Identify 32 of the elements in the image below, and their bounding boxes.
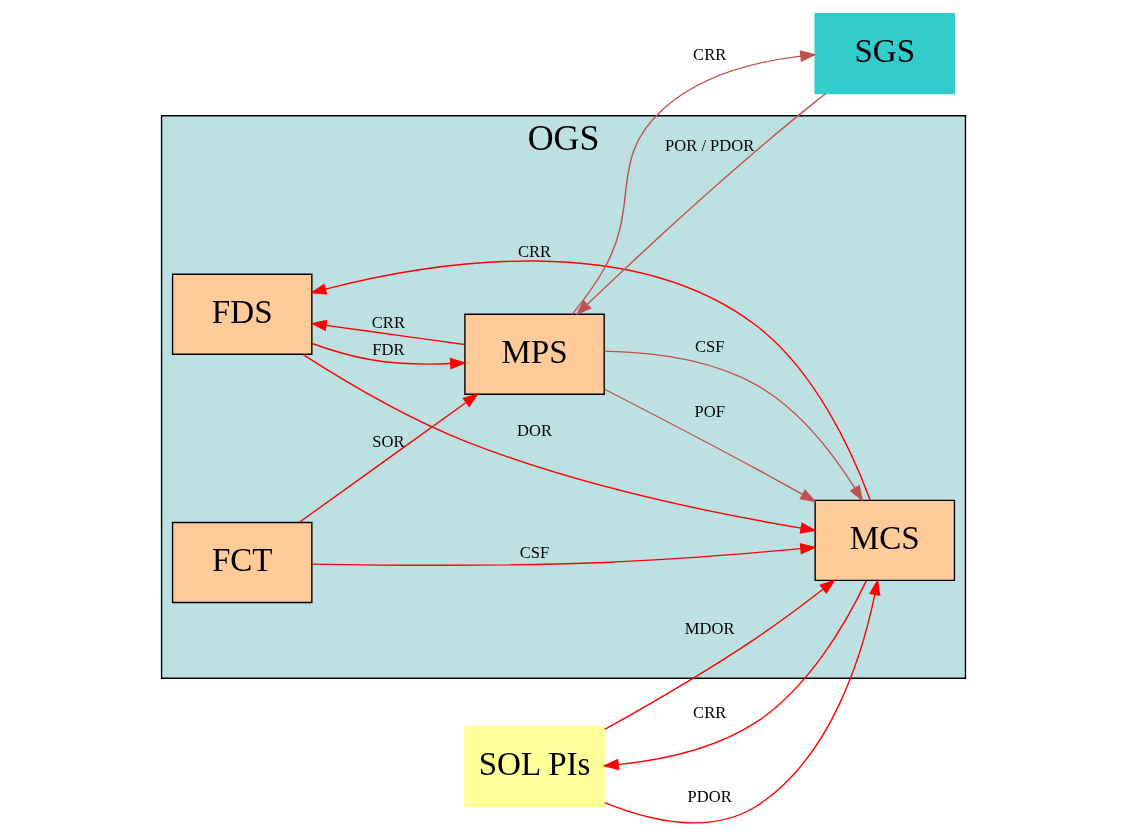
arrow bbox=[603, 578, 880, 824]
edge-label: FDR bbox=[371, 340, 404, 360]
edge-label: CSF bbox=[519, 542, 549, 562]
edge-label: CRR bbox=[517, 242, 551, 262]
arrow bbox=[603, 579, 836, 731]
node-box: MCS bbox=[813, 499, 955, 582]
arrow bbox=[301, 353, 817, 534]
arrow bbox=[309, 319, 465, 346]
edge-label: POF bbox=[694, 402, 725, 422]
edge-label: CRR bbox=[371, 312, 405, 332]
arrow bbox=[298, 393, 479, 523]
edge-label: SOR bbox=[371, 432, 404, 452]
node-box: FDS bbox=[171, 273, 313, 355]
arrow bbox=[309, 260, 871, 501]
edge-label: CRR bbox=[692, 44, 726, 64]
node-box: FCT bbox=[171, 521, 313, 604]
node-box: MPS bbox=[463, 313, 605, 395]
arrow bbox=[603, 388, 817, 503]
arrow bbox=[601, 579, 867, 771]
arrow bbox=[571, 50, 817, 315]
edge-label: POR / PDOR bbox=[664, 136, 754, 155]
node-box: SOL PIs bbox=[463, 725, 605, 808]
arrow bbox=[310, 342, 467, 370]
edge-label: CRR bbox=[692, 702, 726, 722]
node-box: SGS bbox=[813, 12, 955, 95]
edge-label: PDOR bbox=[687, 786, 732, 806]
arrow bbox=[310, 542, 817, 566]
edge-label: DOR bbox=[516, 421, 552, 441]
arrow bbox=[603, 350, 863, 502]
arrow bbox=[575, 93, 826, 316]
edge-label: MDOR bbox=[684, 618, 734, 638]
edge-label: CSF bbox=[694, 337, 724, 357]
